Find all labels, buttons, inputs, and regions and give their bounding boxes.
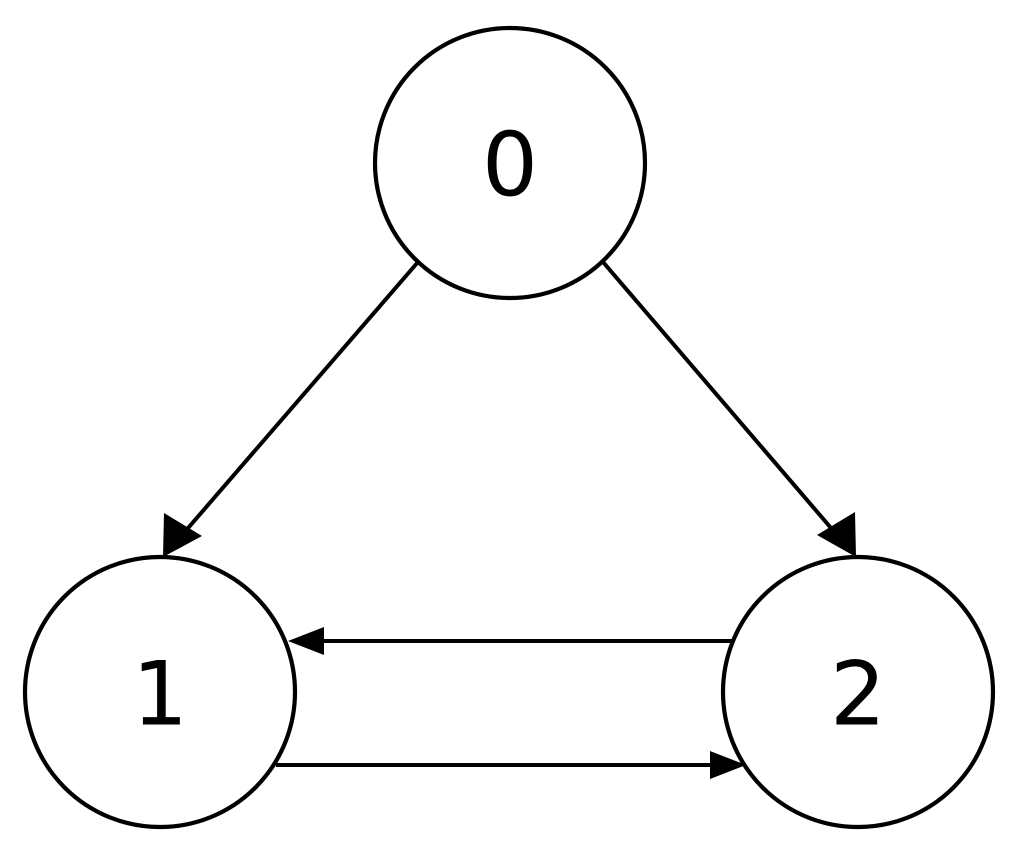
edge-group (163, 260, 856, 779)
node-0[interactable]: 0 (372, 25, 648, 301)
node-2-circle[interactable] (720, 554, 996, 830)
arrowhead-0-to-1 (163, 513, 202, 557)
arrowhead-0-to-2 (817, 512, 856, 557)
node-2-label: 2 (830, 643, 886, 746)
node-1[interactable]: 1 (22, 554, 298, 830)
node-0-circle[interactable] (372, 25, 648, 301)
arrowhead-1-to-2 (710, 751, 746, 779)
edge-2-to-1[interactable] (288, 627, 735, 655)
edge-0-to-1-line (174, 260, 420, 544)
edge-1-to-2[interactable] (276, 751, 746, 779)
node-group: 0 1 2 (22, 25, 996, 830)
arrowhead-2-to-1 (288, 627, 324, 655)
edge-0-to-1[interactable] (163, 260, 420, 557)
edge-0-to-2-line (601, 260, 845, 544)
node-0-label: 0 (482, 114, 538, 217)
edge-0-to-2[interactable] (601, 260, 856, 557)
node-1-circle[interactable] (22, 554, 298, 830)
node-1-label: 1 (132, 643, 188, 746)
node-2[interactable]: 2 (720, 554, 996, 830)
